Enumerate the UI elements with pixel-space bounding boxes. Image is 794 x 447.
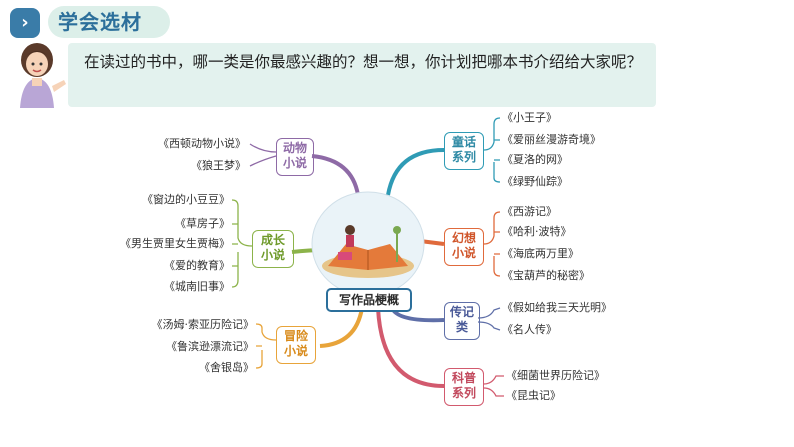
book-item: 《男生贾里女生贾梅》: [120, 237, 230, 250]
book-item: 《城南旧事》: [164, 280, 230, 293]
book-item: 《小王子》: [502, 111, 557, 124]
book-item: 《昆虫记》: [506, 389, 561, 402]
book-item: 《名人传》: [502, 323, 557, 336]
branch-science-series: 科普 系列: [444, 368, 484, 406]
branch-biography: 传记 类: [444, 302, 480, 340]
branch-adventure-novels: 冒险 小说: [276, 326, 316, 364]
book-item: 《海底两万里》: [502, 247, 579, 260]
book-item: 《哈利·波特》: [502, 225, 572, 238]
book-item: 《假如给我三天光明》: [502, 301, 612, 314]
book-item: 《草房子》: [175, 217, 230, 230]
book-item: 《西顿动物小说》: [158, 137, 246, 150]
book-item: 《细菌世界历险记》: [506, 369, 605, 382]
book-item: 《宝葫芦的秘密》: [502, 269, 590, 282]
header-title-pill: [48, 6, 170, 38]
book-item: 《鲁滨逊漂流记》: [166, 340, 254, 353]
page-title: 学会选材: [58, 10, 142, 34]
branch-animal-novels: 动物 小说: [276, 138, 314, 176]
question-box: [68, 43, 656, 107]
header-arrow-icon: ›: [10, 8, 40, 38]
branch-fairy-tale-series: 童话 系列: [444, 132, 484, 170]
center-topic-label: 写作品梗概: [326, 288, 412, 312]
book-item: 《汤姆·索亚历险记》: [151, 318, 255, 331]
question-text: 在读过的书中，哪一类是你最感兴趣的？想一想，你计划把哪本书介绍给大家呢？: [84, 53, 643, 71]
book-item: 《狼王梦》: [191, 159, 246, 172]
branch-fantasy-novels: 幻想 小说: [444, 228, 484, 266]
book-item: 《西游记》: [502, 205, 557, 218]
book-item: 《爱的教育》: [164, 259, 230, 272]
book-item: 《夏洛的网》: [502, 153, 568, 166]
book-item: 《爱丽丝漫游奇境》: [502, 133, 601, 146]
book-item: 《窗边的小豆豆》: [142, 193, 230, 206]
book-item: 《绿野仙踪》: [502, 175, 568, 188]
book-item: 《舍银岛》: [199, 361, 254, 374]
branch-growth-novels: 成长 小说: [252, 230, 294, 268]
center-reading-illustration: [311, 191, 425, 297]
